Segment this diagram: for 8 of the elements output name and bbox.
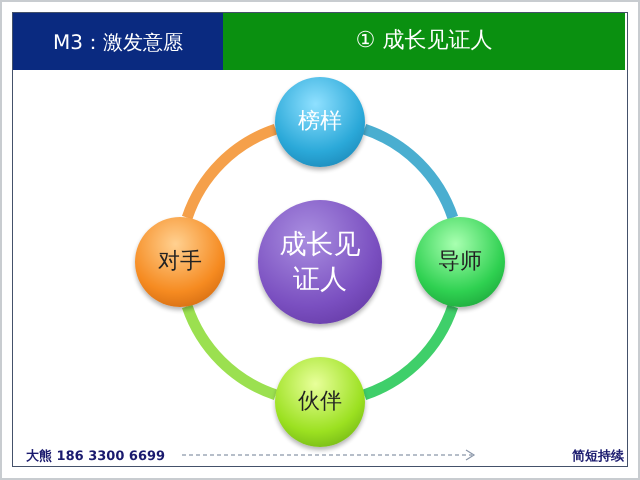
ring-arc [182,304,278,400]
footer-text: 简短持续 [572,448,624,465]
footer-text: 大熊 186 3300 6699 [26,448,166,465]
header-band: ① 成长见证人 [223,13,625,70]
ring-arc [362,124,458,220]
ring-arc [182,124,278,220]
ring-arc [362,304,458,400]
header-band: M3：激发意愿 [13,13,223,70]
